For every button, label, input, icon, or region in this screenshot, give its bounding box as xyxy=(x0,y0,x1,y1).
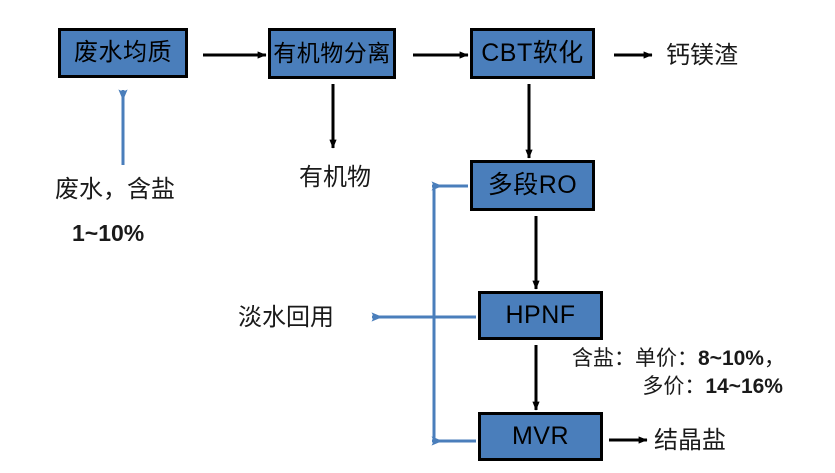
node-label: HPNF xyxy=(505,301,576,329)
node-organic-separation[interactable]: 有机物分离 xyxy=(268,28,396,79)
node-label: 废水均质 xyxy=(74,40,172,66)
label-feed-wastewater-salinity: 废水，含盐 xyxy=(55,177,175,203)
annotation-salt-line-2: 多价：14~16% xyxy=(572,373,785,401)
label-fresh-water-reuse: 淡水回用 xyxy=(238,305,334,331)
node-label: 多段RO xyxy=(487,171,578,199)
annotation-salt-line-1: 含盐：单价：8~10%， xyxy=(572,345,785,373)
label-crystal-salt: 结晶盐 xyxy=(654,428,726,454)
node-wastewater-homogenization[interactable]: 废水均质 xyxy=(58,28,188,78)
annotation-salt-line-1-prefix: 含盐：单价： xyxy=(572,346,698,370)
annotation-salt-line-1-value: 8~10% xyxy=(698,347,764,370)
annotation-salt-line-2-prefix: 多价： xyxy=(642,373,706,398)
label-feed-salinity-range: 1~10% xyxy=(72,220,145,246)
annotation-salt-concentration: 含盐：单价：8~10%， 多价：14~16% xyxy=(572,345,785,401)
annotation-salt-line-1-suffix: ， xyxy=(763,346,785,370)
node-label: CBT软化 xyxy=(481,39,584,67)
node-cbt-softening[interactable]: CBT软化 xyxy=(470,28,595,79)
node-hpnf[interactable]: HPNF xyxy=(478,291,603,340)
node-multi-stage-ro[interactable]: 多段RO xyxy=(470,160,595,211)
node-mvr[interactable]: MVR xyxy=(478,412,603,461)
label-calcium-magnesium-residue: 钙镁渣 xyxy=(666,43,738,69)
node-label: 有机物分离 xyxy=(273,41,391,66)
label-organics-output: 有机物 xyxy=(299,165,371,191)
node-label: MVR xyxy=(511,422,570,450)
annotation-salt-line-2-value: 14~16% xyxy=(705,374,783,398)
